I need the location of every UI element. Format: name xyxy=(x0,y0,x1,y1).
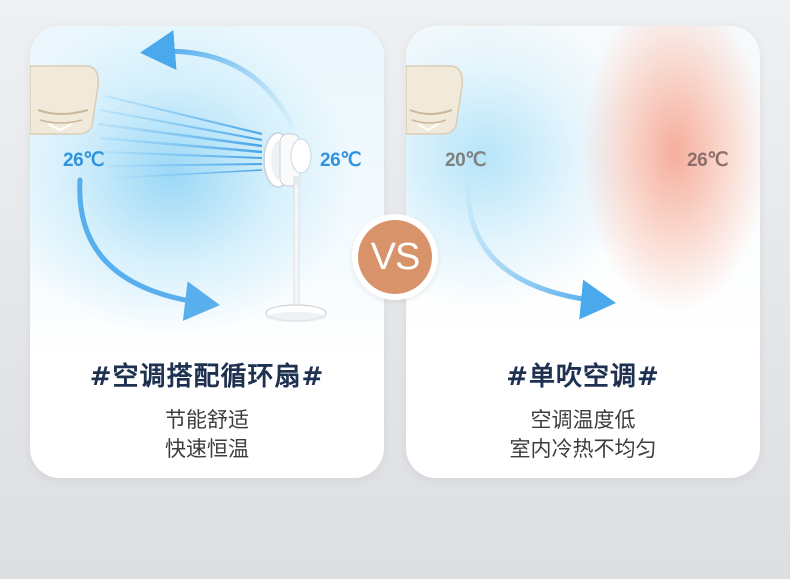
air-conditioner-icon xyxy=(30,65,100,135)
air-conditioner-icon xyxy=(406,65,464,135)
card-description-line1: 节能舒适 xyxy=(165,408,249,432)
vs-label: VS xyxy=(358,220,432,294)
left-scene-illustration xyxy=(30,30,327,322)
curved-arrow-icon xyxy=(77,177,220,321)
temperature-reading-left: 20℃ xyxy=(445,150,486,171)
card-ac-with-fan: 26℃ 26℃ #空调搭配循环扇# 节能舒适 快速恒温 xyxy=(30,26,384,478)
curved-arrow-icon xyxy=(465,179,616,320)
airflow-streams xyxy=(97,95,263,179)
circulating-fan-icon xyxy=(263,132,327,322)
curved-arrow-icon xyxy=(140,30,295,129)
card-ac-only: 20℃ 26℃ #单吹空调# 空调温度低 室内冷热不均匀 xyxy=(406,26,760,478)
card-title: #单吹空调# xyxy=(506,362,660,392)
card-description-line1: 空调温度低 xyxy=(530,408,636,432)
vs-badge: VS xyxy=(352,214,438,300)
right-scene-illustration xyxy=(406,65,616,320)
temperature-reading-right: 26℃ xyxy=(687,150,728,171)
temperature-reading-right: 26℃ xyxy=(320,150,361,171)
temperature-reading-left: 26℃ xyxy=(63,150,104,171)
card-description-line2: 室内冷热不均匀 xyxy=(509,437,657,461)
card-description-line2: 快速恒温 xyxy=(165,437,249,461)
card-title: #空调搭配循环扇# xyxy=(89,362,325,392)
